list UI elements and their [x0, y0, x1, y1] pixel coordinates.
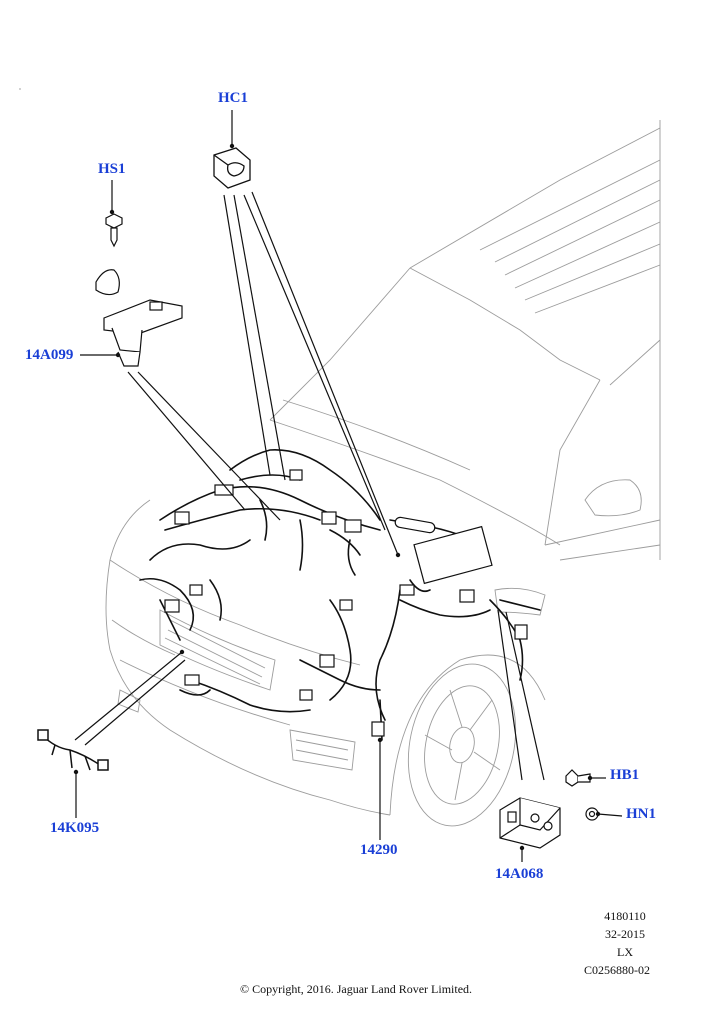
- leader-dots: [73, 143, 601, 851]
- hn1-nut-part: [585, 807, 599, 821]
- harness-14k095-part: [37, 729, 109, 771]
- hb1-bolt-part: [565, 769, 591, 787]
- reference-code: C0256880-02: [584, 963, 650, 977]
- reference-date: 32-2015: [605, 927, 645, 941]
- leader-lines: [74, 110, 623, 862]
- relay-box-14a068-part: [499, 797, 561, 849]
- bracket-14a099-part: [95, 269, 183, 367]
- vehicle-outline: [19, 88, 661, 827]
- reference-number: 4180110: [604, 909, 646, 923]
- reference-model: LX: [617, 945, 633, 959]
- callout-hb1: HB1: [610, 767, 640, 783]
- callout-14a068: 14A068: [495, 866, 544, 882]
- callout-14290: 14290: [360, 842, 398, 858]
- callout-14k095: 14K095: [50, 820, 100, 836]
- engine-bay-components: [164, 469, 528, 737]
- hs1-screw-part: [105, 213, 123, 248]
- callout-14a099: 14A099: [25, 347, 74, 363]
- callout-hc1: HC1: [218, 90, 248, 106]
- hc1-clip-part: [213, 147, 251, 189]
- copyright-notice: © Copyright, 2016. Jaguar Land Rover Lim…: [239, 982, 473, 996]
- callout-hs1: HS1: [98, 161, 126, 177]
- callout-hn1: HN1: [626, 806, 656, 822]
